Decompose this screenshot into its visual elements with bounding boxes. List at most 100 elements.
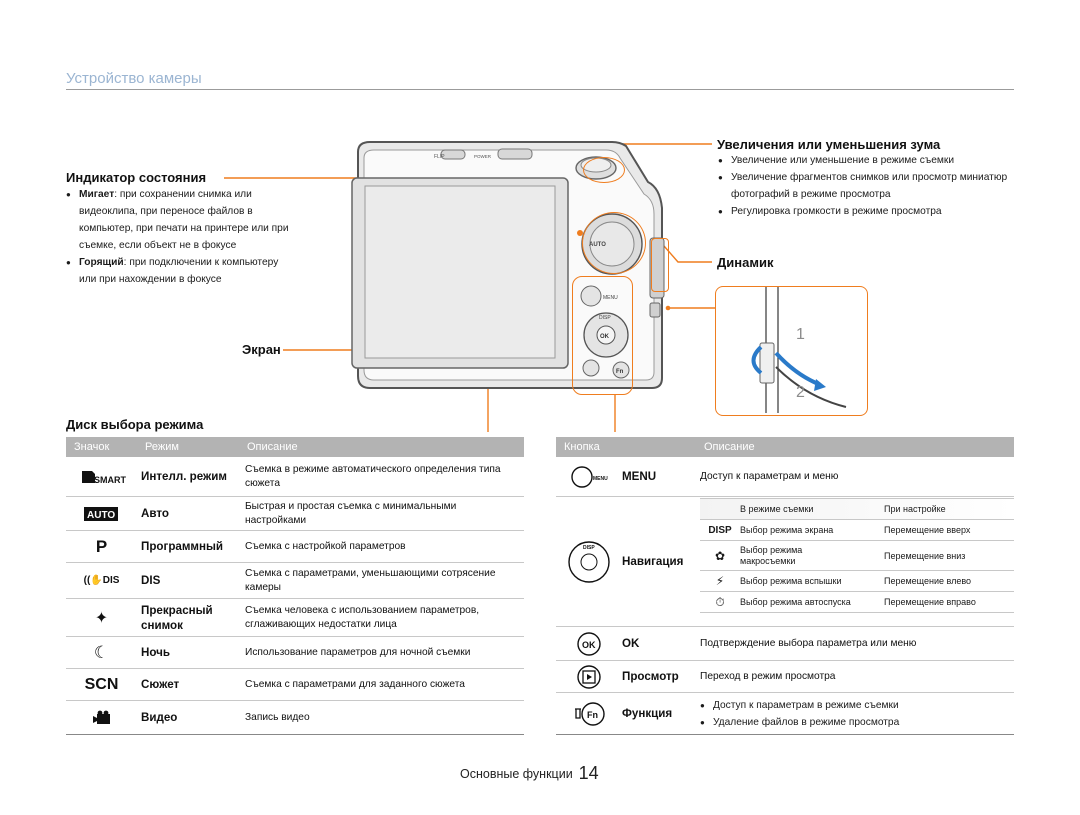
svg-text:DISP: DISP — [583, 545, 595, 551]
table-row: Fn Функция Доступ к параметрам в режиме … — [556, 693, 1014, 735]
ok-mark: OK — [600, 334, 610, 340]
power-mark: POWER — [474, 154, 492, 159]
function-notes: Доступ к параметрам в режиме съемки Удал… — [696, 697, 1014, 731]
buttons-highlight — [572, 276, 633, 395]
button-name: Просмотр — [622, 670, 679, 683]
nav-shoot: Выбор режима макросъемки — [740, 544, 803, 566]
movie-icon — [66, 710, 137, 726]
zoom-note: Регулировка громкости в режиме просмотра — [718, 203, 1018, 220]
button-name: MENU — [622, 470, 657, 483]
macro-icon: ✿ — [714, 548, 726, 563]
table-row: Видео Запись видео — [66, 701, 524, 735]
status-note-steady: Горящий: при подключении к компьютеру ил… — [66, 254, 298, 288]
table-row: MENU MENU Доступ к параметрам и меню — [556, 457, 1014, 497]
button-name: Функция — [622, 707, 673, 720]
speaker-label: Динамик — [717, 255, 774, 270]
svg-text:MENU: MENU — [593, 476, 608, 482]
status-notes: Мигает: при сохранении снимка или видеок… — [66, 186, 298, 288]
scene-icon: SCN — [84, 675, 119, 693]
program-icon: P — [95, 536, 108, 556]
button-desc: Подтверждение выбора параметра или меню — [700, 637, 917, 649]
mode-name: Программный — [141, 540, 224, 553]
speaker-highlight — [651, 238, 669, 292]
page-title: Устройство камеры — [66, 70, 202, 87]
mode-desc: Съемка с настройкой параметров — [245, 540, 406, 552]
zoom-ring-highlight — [583, 157, 625, 183]
button-table-header: Кнопка Описание — [556, 437, 1014, 457]
nav-row: ⏱ Выбор режима автоспуска Перемещение вп… — [700, 592, 1014, 613]
function-note: Доступ к параметрам в режиме съемки — [700, 697, 1014, 714]
table-row: P Программный Съемка с настройкой параме… — [66, 531, 524, 563]
disp-label-icon: DISP — [708, 524, 732, 536]
flip-mark: FLIP — [434, 154, 445, 160]
status-note-blink: Мигает: при сохранении снимка или видеок… — [66, 186, 298, 254]
timer-icon: ⏱ — [715, 594, 725, 609]
nav-shoot: Выбор режима экрана — [740, 525, 834, 535]
nav-setup: Перемещение вправо — [884, 597, 976, 607]
table-row: OK OK Подтверждение выбора параметра или… — [556, 627, 1014, 661]
nav-row: DISP Выбор режима экрана Перемещение вве… — [700, 520, 1014, 541]
button-desc: Переход в режим просмотра — [700, 670, 836, 682]
table-row: ✦ Прекрасный снимок Съемка человека с ис… — [66, 599, 524, 637]
nav-row: ⚡ Выбор режима вспышки Перемещение влево — [700, 571, 1014, 592]
table-row: DISP Навигация — [556, 497, 1014, 627]
title-rule — [66, 89, 1014, 90]
mode-name: Сюжет — [141, 678, 180, 691]
mode-name: Ночь — [141, 646, 171, 659]
function-note: Удаление файлов в режиме просмотра — [700, 714, 1014, 731]
button-table: Кнопка Описание MENU MENU Доступ к парам… — [556, 437, 1014, 735]
function-button-icon: Fn — [556, 701, 622, 727]
status-indicator-label: Индикатор состояния — [66, 170, 207, 185]
nav-subtable-head: В режиме съемки При настройке — [700, 498, 1014, 520]
night-icon: ☾ — [93, 642, 110, 662]
mode-dial-highlight — [582, 212, 646, 274]
button-name: Навигация — [622, 555, 684, 568]
fn-mark: Fn — [616, 369, 624, 375]
header-button: Кнопка — [564, 441, 600, 453]
table-row: SMART Интелл. режим Съемка в режиме авто… — [66, 457, 524, 497]
mode-desc: Быстрая и простая съемка с минимальными … — [245, 500, 457, 526]
mode-desc: Съемка с параметрами, уменьшающими сотря… — [245, 567, 496, 593]
mode-name: DIS — [141, 574, 161, 587]
mode-name: Прекрасный снимок — [141, 603, 213, 632]
nav-setup: Перемещение влево — [884, 576, 972, 586]
mode-dial-label: Диск выбора режима — [66, 417, 204, 432]
mode-desc: Съемка человека с использованием парамет… — [245, 604, 480, 630]
header-icon: Значок — [74, 441, 110, 453]
nav-setup: Перемещение вверх — [884, 525, 971, 535]
zoom-notes: Увеличение или уменьшение в режиме съемк… — [718, 152, 1018, 220]
smart-auto-icon: SMART — [66, 468, 137, 486]
mode-desc: Съемка с параметрами для заданного сюжет… — [245, 678, 465, 690]
button-name: OK — [622, 637, 640, 650]
zoom-note: Увеличение фрагментов снимков или просмо… — [718, 169, 1018, 203]
nav-subtable: В режиме съемки При настройке DISP Выбор… — [700, 498, 1014, 613]
header-mode: Режим — [145, 441, 179, 453]
strap-step-2: 2 — [796, 384, 805, 401]
nav-setup: Перемещение вниз — [884, 550, 966, 561]
mode-desc: Запись видео — [245, 711, 310, 723]
ok-button-icon: OK — [556, 631, 622, 657]
zoom-label: Увеличения или уменьшения зума — [717, 137, 941, 152]
dis-icon: ((✋DIS — [83, 575, 120, 586]
mode-table-header: Значок Режим Описание — [66, 437, 524, 457]
menu-button-icon: MENU — [556, 464, 622, 490]
svg-text:AUTO: AUTO — [87, 510, 115, 521]
menu-mark: MENU — [603, 295, 618, 301]
page-number: 14 — [578, 763, 599, 783]
table-row: ((✋DIS DIS Съемка с параметрами, уменьша… — [66, 563, 524, 599]
strap-inset: 1 2 — [715, 286, 868, 416]
button-desc: Доступ к параметрам и меню — [700, 470, 839, 482]
header-desc: Описание — [247, 441, 298, 453]
table-row: Просмотр Переход в режим просмотра — [556, 661, 1014, 693]
svg-text:OK: OK — [582, 640, 596, 650]
mode-name: Авто — [141, 507, 169, 520]
auto-icon: AUTO — [66, 506, 137, 522]
nav-head-shoot: В режиме съемки — [740, 504, 814, 514]
screen-label: Экран — [242, 342, 281, 357]
playback-button-icon — [556, 664, 622, 690]
nav-row: ✿ Выбор режима макросъемки Перемещение в… — [700, 541, 1014, 571]
mode-table: Значок Режим Описание SMART Интелл. режи… — [66, 437, 524, 735]
navigation-button-icon: DISP — [556, 540, 622, 584]
nav-shoot: Выбор режима вспышки — [740, 576, 842, 586]
